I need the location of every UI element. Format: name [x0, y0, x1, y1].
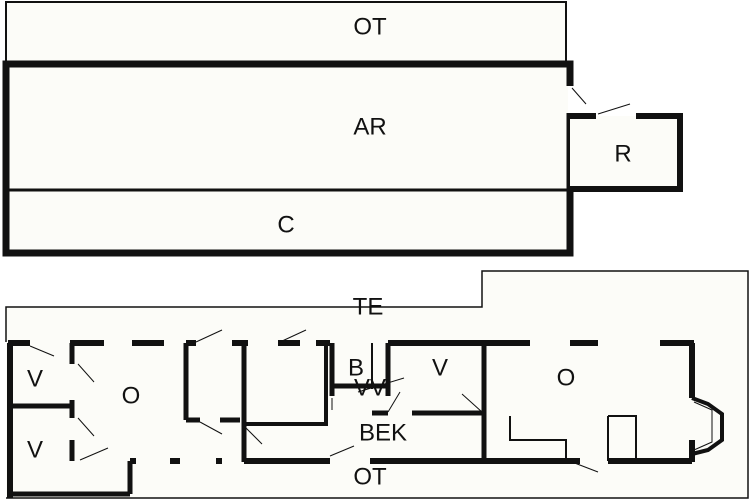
- label-room-bek: BEK: [359, 419, 407, 446]
- label-main-room: AR: [353, 113, 386, 140]
- bay-window: [691, 396, 724, 456]
- left-rooms-walls: [10, 343, 75, 461]
- label-lower-room: C: [277, 211, 294, 238]
- door-swing: [279, 329, 307, 343]
- label-terrace: TE: [353, 293, 384, 320]
- upper-building: [2, 1, 683, 257]
- corridor-walls: [183, 343, 247, 462]
- door-swing: [245, 427, 263, 445]
- lower-building: [5, 270, 749, 499]
- label-room-v-bottom-left: V: [27, 436, 43, 463]
- door-swing: [387, 391, 401, 413]
- door-swing: [77, 363, 95, 383]
- closet-walls: [244, 343, 328, 426]
- main-block-wall: [2, 60, 574, 257]
- door-swing: [195, 329, 223, 343]
- left-bottom-notch: [10, 461, 133, 497]
- bath-block-walls: [329, 343, 487, 461]
- outdoor-area-top: [5, 1, 567, 65]
- door-swing: [357, 377, 405, 393]
- door-swing: [199, 421, 223, 435]
- label-room-o-right: O: [557, 364, 576, 391]
- label-outdoor-bottom: OT: [353, 463, 387, 490]
- door-swing: [77, 417, 95, 437]
- label-annex-room: R: [614, 140, 631, 167]
- label-room-v-top-left: V: [27, 365, 43, 392]
- door-swing: [79, 447, 109, 461]
- door-swing: [571, 461, 599, 473]
- bay-window-inner: [693, 401, 713, 451]
- label-room-b: B: [348, 354, 364, 381]
- annex-door: [571, 87, 587, 105]
- label-room-vv: VV: [354, 374, 386, 401]
- annex-wall: [570, 113, 683, 192]
- label-outdoor-top: OT: [353, 13, 387, 40]
- door-swing: [461, 393, 483, 413]
- door-swing: [29, 345, 55, 357]
- door-swings: [29, 329, 599, 473]
- label-room-o-left: O: [122, 382, 141, 409]
- kitchen-counter: [509, 416, 567, 461]
- kitchen-unit: [607, 415, 637, 461]
- annex-door-leaf: [597, 103, 631, 115]
- label-room-v-middle: V: [432, 354, 448, 381]
- annex-floor: [570, 116, 680, 188]
- house-floor: [8, 343, 694, 460]
- door-swing: [329, 445, 355, 457]
- main-block-floor: [6, 64, 568, 253]
